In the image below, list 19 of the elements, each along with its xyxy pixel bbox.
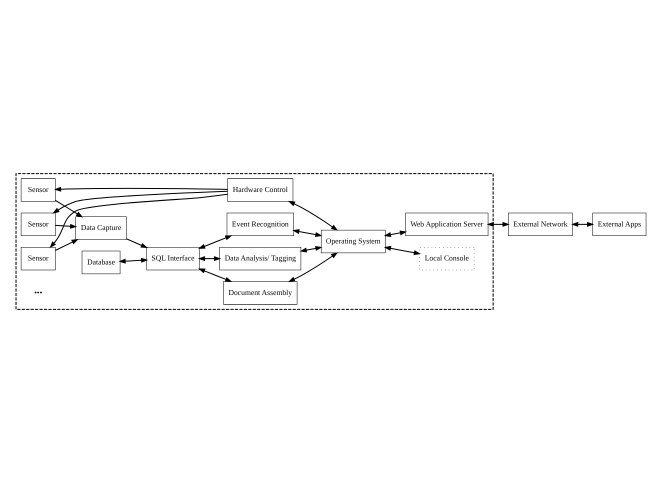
arrow: [198, 268, 232, 282]
arrow: [56, 223, 78, 228]
arrow: [54, 186, 228, 192]
arrow: [52, 190, 228, 214]
arrow: [300, 245, 322, 252]
arrow: [55, 238, 79, 250]
arrow: [126, 238, 148, 248]
arrow: [198, 234, 232, 248]
arrow: [571, 221, 594, 226]
arrow: [50, 193, 228, 248]
arrow: [118, 257, 148, 264]
arrow: [486, 221, 510, 226]
arrow: [384, 230, 408, 237]
arrow: [288, 252, 338, 282]
arrow: [384, 245, 421, 255]
arrow: [292, 228, 322, 236]
arrow: [288, 200, 338, 230]
arrow: [55, 199, 84, 217]
arrow: [198, 256, 222, 261]
